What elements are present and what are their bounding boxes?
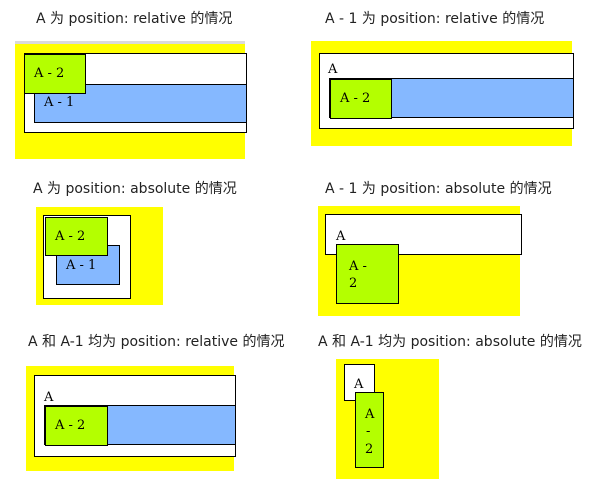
panel-2-box-a2: A - 2 (330, 79, 392, 119)
panel-6-box-a2: A - 2 (355, 392, 384, 468)
panel-1-top-strip (15, 41, 245, 44)
panel-4-box-a: A (325, 214, 522, 255)
caption-panel-5: A 和 A-1 均为 position: relative 的情况 (28, 334, 285, 350)
panel-1-box-a1: A - 1 (34, 84, 247, 123)
panel-3-label-a1: A - 1 (66, 258, 97, 273)
panel-2-label-a: A (328, 62, 338, 77)
caption-panel-4: A - 1 为 position: absolute 的情况 (325, 181, 552, 197)
panel-3-label-a2: A - 2 (55, 229, 86, 244)
caption-panel-6: A 和 A-1 均为 position: absolute 的情况 (318, 334, 582, 350)
panel-1-label-a2: A - 2 (34, 66, 65, 81)
caption-panel-2: A - 1 为 position: relative 的情况 (325, 11, 545, 27)
panel-6-label-a: A (354, 377, 364, 392)
caption-panel-3: A 为 position: absolute 的情况 (33, 181, 237, 197)
panel-5-label-a: A (44, 390, 54, 405)
panel-5-box-a2: A - 2 (45, 406, 108, 446)
panel-6-label-a2-digit: 2 (365, 442, 374, 457)
caption-panel-1: A 为 position: relative 的情况 (36, 11, 233, 27)
panel-4-label-a: A (336, 229, 346, 244)
panel-4-box-a2: A - 2 (336, 244, 399, 304)
panel-1-box-a2: A - 2 (24, 54, 86, 94)
panel-4-label-a2-line2: 2 (349, 276, 358, 291)
panel-3-box-a2: A - 2 (45, 217, 108, 256)
panel-5-label-a2: A - 2 (55, 418, 86, 433)
panel-4-label-a2-line1: A - (349, 259, 367, 274)
panel-1-label-a1: A - 1 (44, 95, 75, 110)
panel-2-label-a2: A - 2 (340, 91, 371, 106)
panel-6-label-a2-dash: - (366, 424, 371, 439)
panel-6-label-a2-letter: A (365, 407, 375, 422)
